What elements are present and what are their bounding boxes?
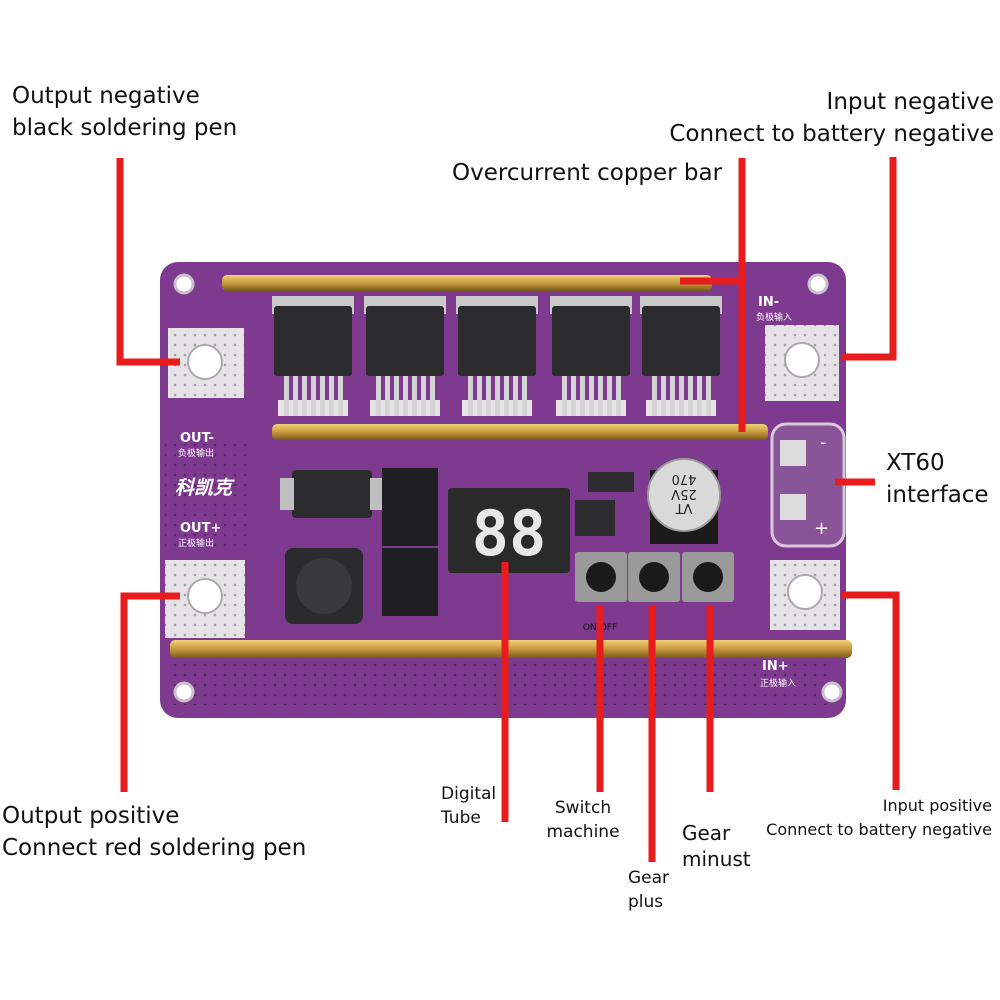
mount-hole-tl — [173, 273, 195, 295]
mosfet — [364, 296, 446, 416]
ic-upper — [382, 468, 438, 546]
mosfet — [640, 296, 722, 416]
ic-lower — [382, 548, 438, 616]
copper-bar-bottom — [170, 640, 852, 658]
silk-in-minus: IN- — [758, 295, 779, 310]
mount-hole-br — [821, 681, 843, 703]
diode-tab-right — [370, 478, 384, 510]
mosfet — [550, 296, 632, 416]
svg-text:+: + — [814, 518, 829, 539]
pointer-input-negative — [842, 157, 897, 361]
button-gear-plus[interactable] — [628, 552, 680, 602]
copper-bar-top — [222, 275, 712, 291]
label-xt60: XT60 interface — [886, 450, 989, 508]
label-gear-plus: Gear plus — [628, 868, 670, 912]
silk-out-minus: OUT- — [180, 431, 214, 446]
mosfet-array — [272, 296, 722, 416]
silk-out-minus-cn: 负极输出 — [178, 447, 214, 459]
label-input-negative: Input negative Connect to battery negati… — [669, 89, 994, 147]
pointer-input-positive — [842, 591, 900, 790]
svg-text:VT: VT — [676, 500, 693, 515]
pcb-hole-field-left — [165, 440, 250, 550]
pad-out-minus — [168, 328, 244, 398]
copper-bar-middle — [272, 424, 768, 440]
label-copper-bar: Overcurrent copper bar — [452, 160, 723, 186]
label-switch-machine: Switch machine — [546, 798, 620, 842]
button-switch-machine[interactable] — [575, 552, 627, 602]
diode-chip — [292, 470, 372, 518]
diode-tab-left — [280, 478, 294, 510]
svg-text:25V: 25V — [671, 486, 697, 501]
silk-out-plus-cn: 正极输出 — [178, 537, 214, 549]
pointer-output-negative — [116, 158, 180, 366]
label-input-positive: Input positive Connect to battery negati… — [766, 796, 992, 839]
pad-in-minus — [765, 325, 839, 401]
silk-brand: 科凯克 — [175, 477, 235, 499]
label-digital-tube: Digital Tube — [441, 784, 497, 828]
capacitor: 470 25V VT — [647, 458, 721, 544]
small-chip-a — [575, 500, 615, 536]
pointer-lines — [116, 157, 900, 862]
silk-in-plus-cn: 正极输入 — [760, 677, 796, 689]
small-chip-b — [588, 472, 634, 492]
mosfet — [456, 296, 538, 416]
digital-tube — [448, 488, 570, 573]
pcb-hole-field — [170, 650, 830, 705]
svg-text:-: - — [820, 432, 827, 453]
svg-text:470: 470 — [672, 471, 697, 486]
label-output-positive: Output positive Connect red soldering pe… — [2, 803, 307, 861]
button-gear-minus[interactable] — [682, 552, 734, 602]
silk-out-plus: OUT+ — [180, 521, 221, 536]
mount-hole-tr — [807, 273, 829, 295]
pad-in-plus — [770, 560, 840, 630]
mount-hole-bl — [173, 681, 195, 703]
silk-in-minus-cn: 负极输入 — [756, 311, 792, 323]
buzzer-hole — [296, 558, 352, 614]
label-gear-minus: Gear minust — [682, 821, 751, 871]
silk-in-plus: IN+ — [762, 659, 789, 674]
label-output-negative: Output negative black soldering pen — [12, 83, 238, 141]
pointer-output-positive — [120, 592, 180, 792]
digital-tube-digits: 88 — [472, 497, 547, 570]
xt60-connector: - + — [770, 422, 846, 548]
mosfet — [272, 296, 354, 416]
